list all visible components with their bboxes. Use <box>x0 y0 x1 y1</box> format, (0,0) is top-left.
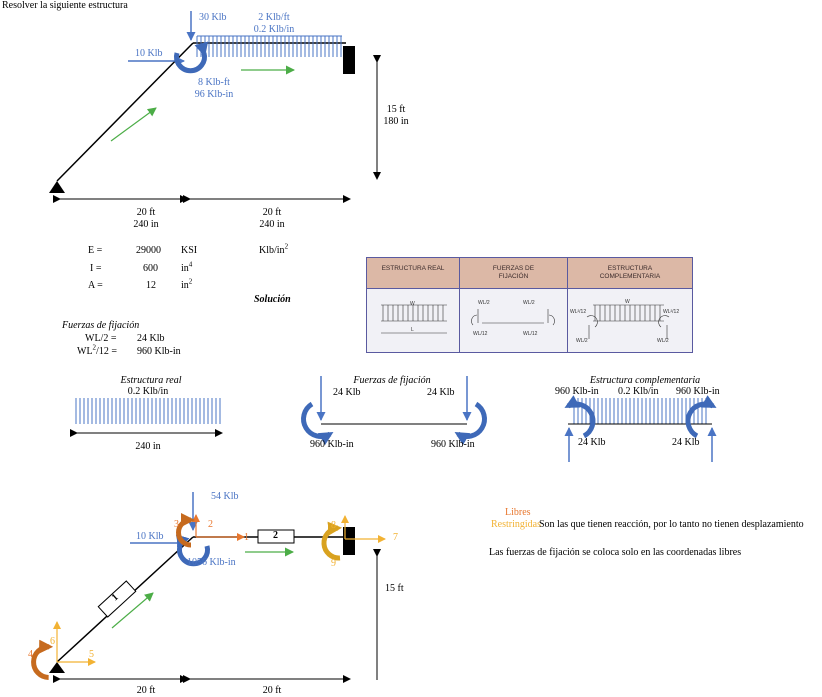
prop-a-unit: in2 <box>181 277 193 291</box>
ref-label-wl12-b: WL/12 <box>523 331 538 337</box>
prop-e-value: 29000 <box>136 245 161 256</box>
lower-height: 15 ft <box>385 583 404 594</box>
ref-label-w2: W <box>625 299 630 305</box>
moment-in-label: 96 Klb-in <box>194 89 234 100</box>
pin-support <box>49 181 65 193</box>
prop-e-symbol: E = <box>88 245 103 256</box>
legend-note: Las fuerzas de fijación se coloca solo e… <box>489 547 742 558</box>
load-10-label: 10 Klb <box>135 48 163 59</box>
comp-right-moment: 960 Klb-in <box>676 386 720 397</box>
height-in-label: 180 in <box>383 116 409 127</box>
coord-5: 5 <box>89 649 94 660</box>
fixation-row2-label: WL2/12 = <box>77 343 117 357</box>
real-heading: Estructura real <box>120 375 182 386</box>
fix-right-force: 24 Klb <box>427 387 455 398</box>
coord-9: 9 <box>331 558 336 569</box>
legend-restringidas-note: Son las que tienen reacción, por lo tant… <box>539 519 804 530</box>
prop-i-symbol: I = <box>90 263 102 274</box>
real-distributed-load <box>75 398 221 424</box>
fix-heading: Fuerzas de fijación <box>353 375 431 386</box>
coord-3: 3 <box>174 519 179 530</box>
ref-header-real: ESTRUCTURA REAL <box>367 258 460 289</box>
ref-label-wl2-b: WL/2 <box>523 300 535 306</box>
fixation-row2-value: 960 Klb-in <box>137 346 181 357</box>
real-span-label: 240 in <box>135 441 161 452</box>
ref-header-fixation: FUERZAS DE FIJACIÓN <box>460 258 568 289</box>
load-30-label: 30 Klb <box>199 12 227 23</box>
fix-left-moment: 960 Klb-in <box>310 439 354 450</box>
lower-span1: 20 ft <box>136 685 156 696</box>
height-ft-label: 15 ft <box>386 104 406 115</box>
fix-right-moment: 960 Klb-in <box>431 439 475 450</box>
fixed-support <box>343 46 355 74</box>
span2-ft-label: 20 ft <box>262 207 282 218</box>
ref-label-wl2-a: WL/2 <box>478 300 490 306</box>
ref-header-complementary: ESTRUCTURA COMPLEMENTARIA <box>568 258 692 289</box>
comp-right-force: 24 Klb <box>672 437 700 448</box>
prop-extra-unit: Klb/in2 <box>259 242 289 256</box>
comp-left-force: 24 Klb <box>578 437 606 448</box>
top-structure <box>49 11 381 203</box>
prop-a-value: 12 <box>146 280 156 291</box>
fixation-diagram <box>301 376 487 446</box>
prop-i-unit: in4 <box>181 260 193 274</box>
fixation-heading: Fuerzas de fijación <box>62 320 140 331</box>
distributed-load <box>196 36 342 57</box>
reference-table-drawings <box>381 304 670 339</box>
bottom-structure <box>31 492 386 683</box>
legend-libres: Libres <box>505 507 531 518</box>
coord-6: 6 <box>50 636 55 647</box>
dist-load-in-label: 0.2 Klb/in <box>253 24 295 35</box>
ref-label-comp-m1: WL²/12 <box>570 309 587 315</box>
ref-label-comp-f1: WL/2 <box>576 338 588 344</box>
comp-heading: Estructura complementaria <box>589 375 701 386</box>
reference-table: ESTRUCTURA REAL FUERZAS DE FIJACIÓN ESTR… <box>366 257 693 353</box>
moment-arc <box>174 41 209 74</box>
coord-1: 1 <box>244 532 249 543</box>
element-2-label: 2 <box>273 530 278 541</box>
ref-label-comp-m2: WL²/12 <box>663 309 680 315</box>
real-load-label: 0.2 Klb/in <box>127 386 169 397</box>
span1-ft-label: 20 ft <box>136 207 156 218</box>
complementary-diagram <box>564 395 717 462</box>
fixation-row1-label: WL/2 = <box>85 333 117 344</box>
comp-left-moment: 960 Klb-in <box>555 386 599 397</box>
coord-7: 7 <box>393 532 398 543</box>
lower-load-54: 54 Klb <box>211 491 239 502</box>
coord-2: 2 <box>208 519 213 530</box>
fixation-row1-value: 24 Klb <box>137 333 165 344</box>
prop-i-value: 600 <box>143 263 158 274</box>
moment-ft-label: 8 Klb-ft <box>198 77 230 88</box>
coord-8: 8 <box>331 520 336 531</box>
coord-4: 4 <box>28 649 33 660</box>
dist-load-ft-label: 2 Klb/ft <box>258 12 290 23</box>
ref-label-comp-f2: WL/2 <box>657 338 669 344</box>
green-axis-arrow-d <box>110 107 157 142</box>
lower-moment: 1056 Klb-in <box>187 557 236 568</box>
prop-a-symbol: A = <box>88 280 103 291</box>
prop-e-unit: KSI <box>181 245 198 256</box>
span1-in-label: 240 in <box>133 219 159 230</box>
ref-label-wl12-a: WL/12 <box>473 331 488 337</box>
lower-span2: 20 ft <box>262 685 282 696</box>
ref-label-w1: W <box>410 301 415 307</box>
comp-load: 0.2 Klb/in <box>618 386 659 397</box>
legend-restringidas: Restringidas <box>491 519 541 530</box>
span2-in-label: 240 in <box>259 219 285 230</box>
lower-load-10: 10 Klb <box>136 531 164 542</box>
solution-label: Solución <box>254 294 291 305</box>
page-title: Resolver la siguiente estructura <box>2 0 128 11</box>
inclined-member <box>56 42 194 182</box>
fix-left-force: 24 Klb <box>333 387 361 398</box>
ref-label-l: L <box>411 327 414 333</box>
